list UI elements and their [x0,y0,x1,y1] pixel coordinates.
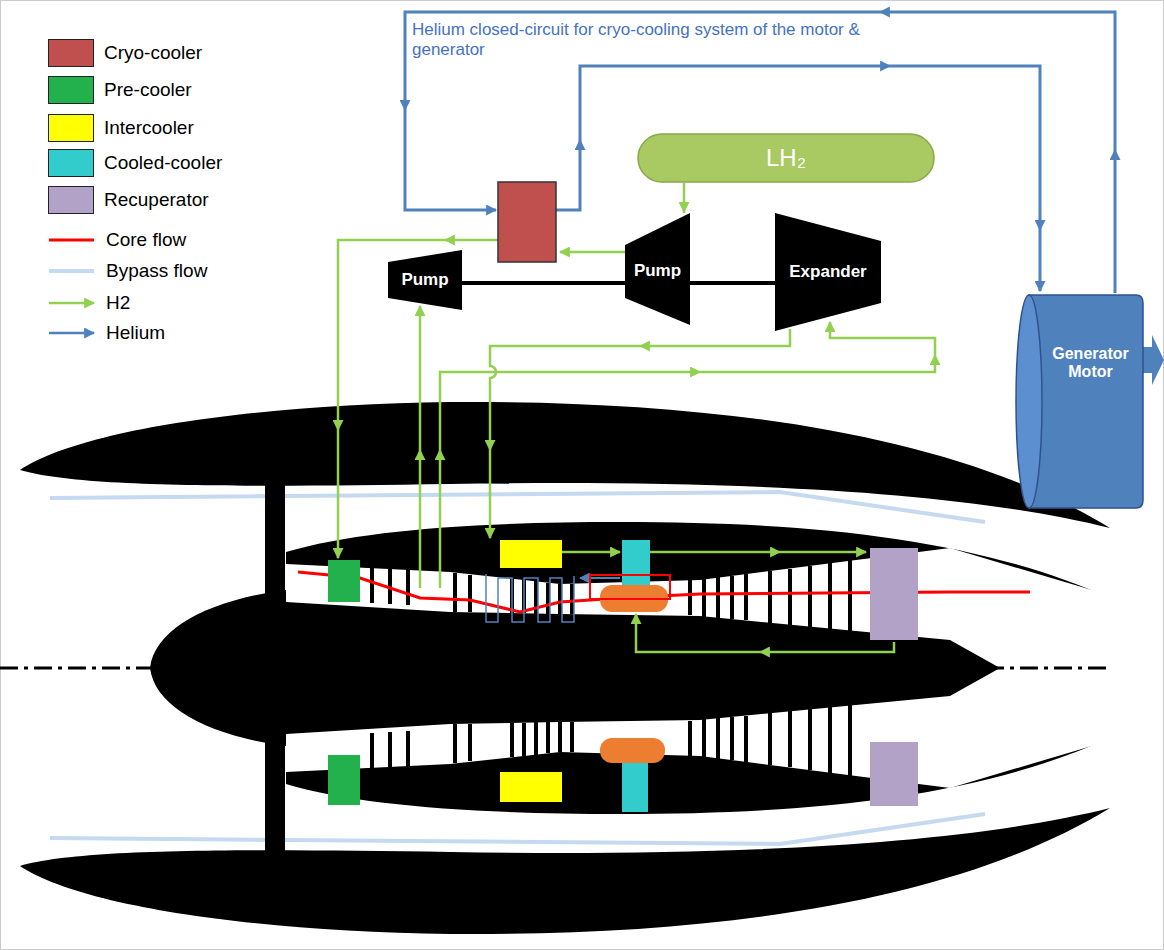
legend-label: Helium [106,322,165,344]
cyl-shape [1015,293,1144,510]
legend-swatch [48,149,94,177]
cryo-cooler [498,182,556,262]
hydrogen-line [490,346,640,450]
centre-line [0,667,1110,670]
legend-row: Pre-cooler [48,75,192,105]
legend-swatch [48,39,94,67]
legend-label: Cooled-cooler [104,152,222,174]
cooled-cooler [622,762,648,812]
machine-outline [388,250,462,310]
legend-line-sample [48,232,96,248]
hydrogen-line [636,614,760,652]
pump-node: Pump [388,250,462,310]
helium-line [880,12,1115,150]
cylinder-face [1016,295,1042,508]
helium-line [1039,230,1042,291]
legend-row: Intercooler [48,113,194,143]
legend-line-sample [48,295,96,311]
helium-line [580,577,620,579]
hydrogen-line [562,551,620,554]
helium-line [580,66,890,140]
legend-label: Cryo-cooler [104,42,202,64]
legend-line [49,239,94,242]
legend-swatch [48,114,94,142]
generator-motor-node: Generator Motor [1015,293,1144,510]
hydrogen-line [700,355,935,372]
recuperator [870,548,918,640]
legend-line [49,302,94,305]
helium-line [405,110,496,210]
hydrogen-line [650,551,780,554]
legend-label: H2 [106,292,130,314]
legend-swatch [48,76,94,104]
hydrogen-line [489,450,492,538]
node-label: LH₂ [766,144,806,172]
cylinder-body [1029,295,1143,508]
intercooler [500,540,562,568]
legend-label: Bypass flow [106,260,207,282]
legend-row: Cooled-cooler [48,148,222,178]
node-label: Expander [789,262,866,282]
node-label: Generator Motor [1043,345,1138,382]
legend-swatch [48,186,94,214]
legend-label: Intercooler [104,117,194,139]
node-label: Pump [634,261,681,281]
tank-outline [638,134,934,182]
legend-line-sample [48,325,96,341]
hydrogen-line [419,450,422,588]
helium-line [1114,150,1117,293]
legend-line-sample [48,263,96,279]
node-label: Pump [401,270,448,290]
engine-upper [20,402,1112,668]
legend-row: Bypass flow [48,256,207,286]
hydrogen-line [337,430,340,558]
legend-label: Recuperator [104,189,209,211]
hydrogen-line [830,322,935,355]
intercooler [500,772,562,802]
legend-row: Recuperator [48,185,209,215]
hydrogen-line [760,642,894,652]
machine-outline [625,213,690,325]
legend-line [49,332,94,335]
pre-cooler [328,560,360,602]
annotation-label: Helium closed-circuit for cryo-cooling s… [412,20,882,59]
legend-row: H2 [48,288,130,318]
recuperator [870,742,918,806]
tank-node: LH₂ [637,133,935,183]
hydrogen-line [445,239,498,242]
hydrogen-line [440,372,700,450]
hydrogen-line [780,551,866,554]
hydrogen-line [439,450,442,588]
legend-label: Core flow [106,229,186,251]
intercooler-coil [486,574,574,622]
helium-line [556,140,580,210]
engine-lower [20,668,1112,934]
legend-row: Helium [48,318,165,348]
hydrogen-line [640,329,790,346]
helium-lines [405,12,1115,293]
legend-line [49,269,94,273]
pre-cooler [328,755,360,805]
legend-row: Core flow [48,225,186,255]
legend-label: Pre-cooler [104,79,192,101]
hydrogen-line [560,251,625,254]
legend-row: Cryo-cooler [48,38,202,68]
flow-connector [683,183,686,213]
expander-node: Expander [775,213,881,331]
combustor-outline [590,575,670,599]
core-flow-line [298,572,1030,612]
shaft [455,281,780,285]
combustor [600,738,665,763]
hydrogen-line [419,306,422,450]
machine-outline [775,213,881,331]
pump-node: Pump [625,213,690,325]
